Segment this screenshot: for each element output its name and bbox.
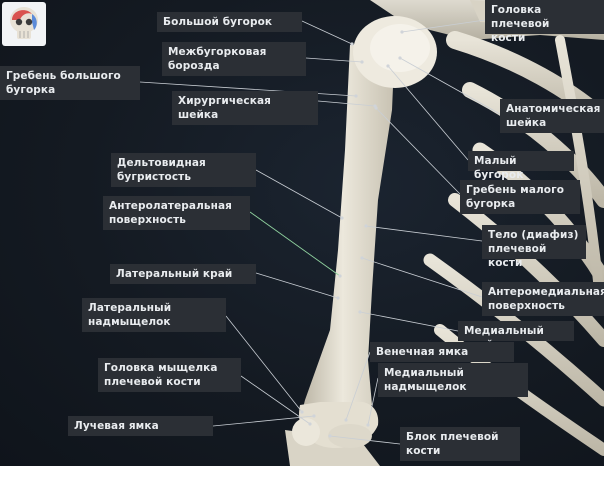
label-deltoid-tuberosity: Дельтовидная бугристость — [111, 153, 256, 187]
label-anteromedial-surface: Антеромедиальная поверхность — [482, 282, 604, 316]
anatomy-diagram: Большой бугорок Головка плечевой кости М… — [0, 0, 604, 466]
label-trochlea: Блок плечевой кости — [400, 427, 520, 461]
label-intertubercular-groove: Межбугорковая борозда — [162, 42, 306, 76]
leader-lines — [139, 19, 501, 445]
label-surgical-neck: Хирургическая шейка — [172, 91, 318, 125]
label-coronoid-fossa: Венечная ямка — [370, 342, 514, 362]
label-capitulum: Головка мыщелка плечевой кости — [98, 358, 241, 392]
label-lesser-tubercle-crest: Гребень малого бугорка — [460, 180, 580, 214]
humerus-illustration — [139, 0, 604, 466]
label-humeral-head: Головка плечевой кости — [485, 0, 604, 44]
skull-logo-icon — [2, 2, 46, 46]
ribs — [423, 31, 604, 456]
label-lesser-tubercle: Малый бугорок — [468, 151, 574, 181]
label-medial-epicondyle: Медиальный надмыщелок — [378, 363, 528, 397]
label-anatomical-neck: Анатомическая шейка — [500, 99, 604, 133]
label-medial-border: Медиальный край — [458, 321, 574, 351]
label-lateral-border: Латеральный край — [110, 264, 256, 284]
label-radial-fossa: Лучевая ямка — [68, 416, 213, 436]
highlight-leader — [249, 211, 341, 277]
marker-points — [300, 30, 404, 438]
label-greater-tubercle-crest: Гребень большого бугорка — [0, 66, 140, 100]
label-lateral-epicondyle: Латеральный надмыщелок — [82, 298, 226, 332]
label-greater-tubercle: Большой бугорок — [157, 12, 302, 32]
humerus-shaft — [300, 40, 395, 420]
label-anterolateral-surface: Антеролатеральная поверхность — [103, 196, 250, 230]
label-shaft: Тело (диафиз) плечевой кости — [482, 225, 586, 269]
